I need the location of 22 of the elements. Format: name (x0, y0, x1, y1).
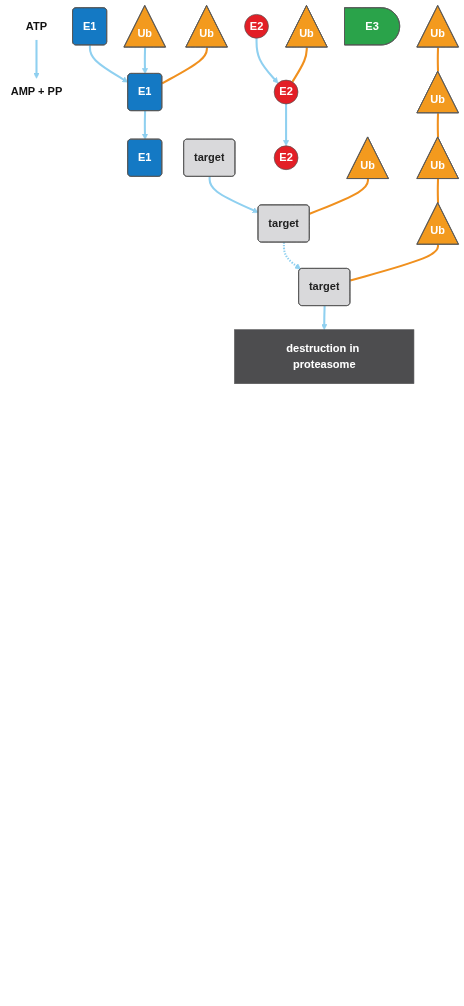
arrow (141, 47, 148, 75)
node-text: AMP + PP (10, 85, 63, 98)
node-circle: E2 (244, 14, 269, 39)
node-circle: E2 (273, 79, 299, 105)
connector (161, 47, 208, 85)
arrow (283, 103, 290, 147)
arrow (321, 305, 328, 330)
node-text: ATP (25, 20, 48, 32)
arrow (88, 45, 129, 83)
arrow (282, 242, 301, 270)
arrow (255, 38, 279, 84)
connector (350, 244, 440, 282)
connector (291, 47, 308, 83)
connector (436, 178, 440, 204)
arrow (141, 110, 148, 140)
connector (436, 47, 440, 72)
arrow (208, 176, 259, 213)
node-box: destruction in proteasome (234, 329, 415, 384)
connector (309, 178, 370, 215)
arrow (33, 39, 40, 79)
node-circle: E2 (273, 145, 299, 170)
connector (436, 113, 440, 138)
